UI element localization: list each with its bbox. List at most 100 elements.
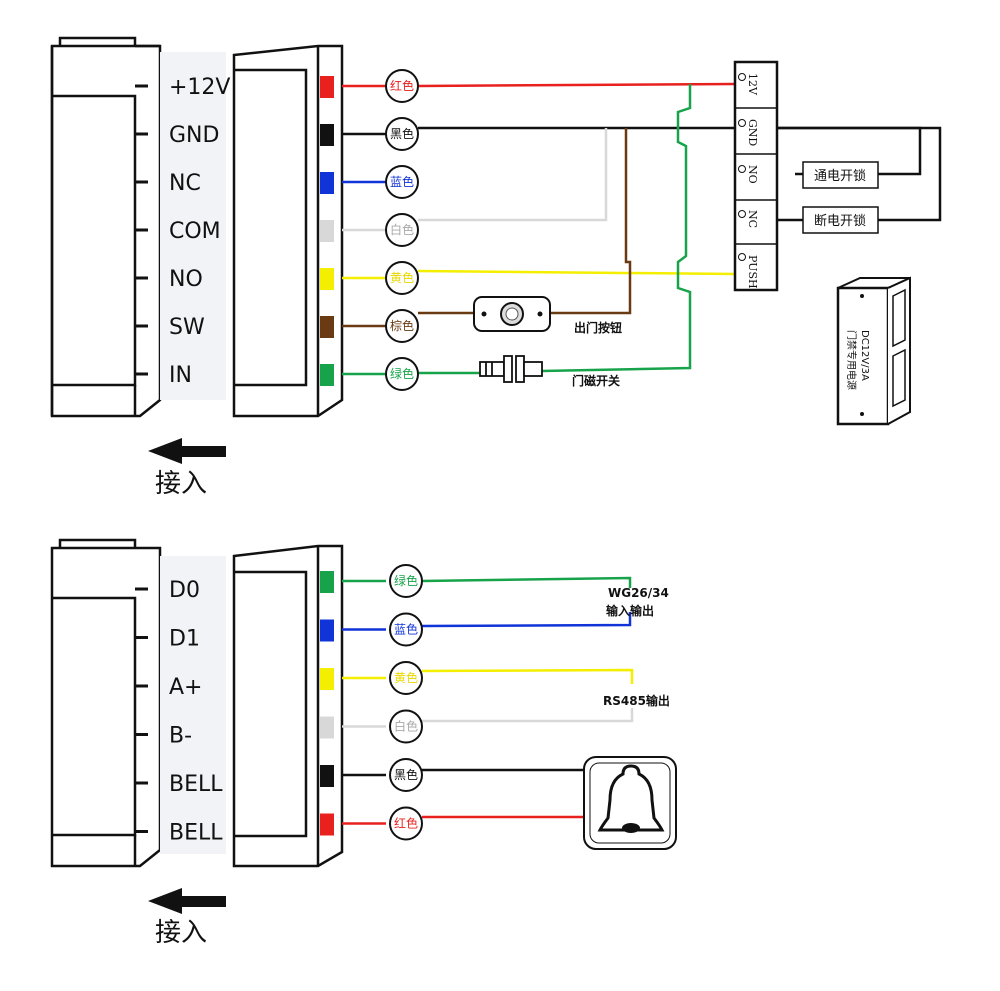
bottom-wire-badge: 黄色 bbox=[389, 661, 423, 695]
bottom-wire-badge-text: 蓝色 bbox=[394, 623, 418, 637]
top-pin-label: IN bbox=[169, 363, 192, 388]
lock-wiring bbox=[777, 126, 942, 222]
psu-rating: DC12V/3A bbox=[859, 330, 870, 381]
bottom-pin-ticks bbox=[135, 587, 148, 833]
terminal-label: GND bbox=[746, 119, 759, 146]
top-wire-badge: 棕色 bbox=[385, 309, 419, 343]
bottom-wire-badge-text: 白色 bbox=[394, 719, 418, 734]
bottom-pin-label: A+ bbox=[169, 675, 202, 700]
top-wire-12v bbox=[417, 82, 736, 88]
top-wire-badge-circle bbox=[385, 213, 419, 247]
top-pin-color bbox=[320, 364, 334, 386]
top-pin-label: NO bbox=[169, 267, 203, 292]
top-arrow-icon bbox=[148, 438, 226, 464]
bottom-pin-color bbox=[320, 619, 334, 642]
bottom-pin-color bbox=[320, 571, 334, 593]
bottom-pin-color bbox=[320, 716, 334, 739]
bottom-wire-badge: 黑色 bbox=[389, 758, 423, 792]
terminal-screw-icon bbox=[738, 73, 746, 81]
top-wires bbox=[342, 82, 736, 376]
top-label-strip bbox=[160, 52, 226, 400]
bottom-connector bbox=[232, 544, 344, 868]
top-pin-label: NC bbox=[169, 171, 201, 196]
bottom-pin-label: D0 bbox=[169, 578, 200, 603]
bottom-pin-color bbox=[320, 765, 334, 787]
top-pin-color bbox=[320, 172, 334, 194]
top-wire-no bbox=[417, 269, 736, 276]
top-pin-color bbox=[320, 124, 334, 146]
bottom-wire-badge: 绿色 bbox=[389, 564, 423, 598]
psu-name: 门禁专用电源 bbox=[845, 330, 858, 390]
bottom-color-pins bbox=[320, 571, 334, 836]
bottom-pin-label: BELL bbox=[169, 772, 223, 797]
rs485-label: RS485输出 bbox=[603, 693, 670, 708]
top-pin-label: SW bbox=[169, 315, 205, 340]
top-connector bbox=[232, 44, 344, 418]
unlock-on-box bbox=[802, 161, 879, 189]
wiegand-label: WG26/34 bbox=[608, 586, 669, 600]
top-wire-badge: 蓝色 bbox=[385, 165, 419, 199]
door-sensor-label: 门磁开关 bbox=[572, 373, 620, 388]
bottom-wire-badge: 白色 bbox=[389, 709, 423, 744]
unlock-off-box bbox=[802, 206, 879, 234]
terminal-block bbox=[733, 60, 779, 292]
bottom-wire-badge-circle bbox=[389, 758, 423, 792]
terminal-screw-icon bbox=[738, 119, 746, 127]
bottom-wire-d0 bbox=[421, 576, 632, 588]
top-wire-badge-circle bbox=[385, 117, 419, 151]
bottom-wire-badge: 蓝色 bbox=[389, 612, 423, 647]
unlock-on-label: 通电开锁 bbox=[814, 168, 866, 184]
bell-icon bbox=[583, 756, 677, 850]
top-wire-badge-text: 黑色 bbox=[390, 127, 414, 141]
top-pin-color bbox=[320, 268, 334, 290]
bottom-arrow-icon bbox=[148, 888, 226, 914]
bottom-wire-d1 bbox=[421, 612, 632, 628]
top-wire-badge-text: 蓝色 bbox=[390, 175, 414, 189]
top-wire-badge-circle bbox=[385, 309, 419, 343]
terminal-label: PUSH bbox=[746, 255, 759, 289]
bottom-pin-label: BELL bbox=[169, 821, 223, 846]
bottom-wires bbox=[342, 576, 634, 825]
wiegand-io-label: 输入输出 bbox=[606, 603, 654, 618]
top-wire-badge: 白色 bbox=[385, 213, 419, 247]
top-wire-badge: 绿色 bbox=[385, 357, 419, 391]
bottom-label-strip bbox=[160, 556, 226, 854]
top-wire-badge-text: 红色 bbox=[390, 78, 414, 93]
terminal-label: NC bbox=[746, 210, 759, 228]
top-pin-label: GND bbox=[169, 123, 219, 148]
top-wire-badge-text: 黄色 bbox=[390, 271, 414, 285]
terminal-screw-icon bbox=[738, 210, 746, 218]
top-wire-badge-circle bbox=[385, 357, 419, 391]
bottom-wire-badge-text: 绿色 bbox=[394, 573, 418, 588]
exit-button-icon bbox=[473, 296, 551, 332]
top-wire-in-b bbox=[541, 84, 692, 373]
top-pin-labels: +12V GND NC COM NO SW IN bbox=[169, 75, 230, 388]
door-sensor-icon bbox=[479, 355, 543, 383]
terminal-screw-icon bbox=[738, 253, 746, 261]
top-pin-label: +12V bbox=[169, 75, 230, 100]
top-plug bbox=[50, 36, 162, 418]
bottom-wire-badge-text: 红色 bbox=[394, 816, 418, 831]
bottom-arrow-label: 接入 bbox=[155, 918, 207, 948]
top-pin-ticks bbox=[135, 84, 148, 376]
top-wire-badge-text: 白色 bbox=[390, 222, 414, 237]
bottom-wire-badge: 红色 bbox=[389, 806, 423, 841]
bottom-wire-badge-text: 黄色 bbox=[394, 671, 418, 685]
bottom-wire-badge-circle bbox=[389, 806, 423, 841]
top-pin-label: COM bbox=[169, 219, 221, 244]
power-supply: DC12V/3A 门禁专用电源 bbox=[836, 276, 911, 426]
bottom-pin-label: D1 bbox=[169, 627, 200, 652]
bottom-wire-a bbox=[421, 668, 634, 684]
top-wire-badge-circle bbox=[385, 69, 419, 103]
bottom-wire-badge-circle bbox=[389, 709, 423, 744]
top-color-pins bbox=[320, 76, 334, 386]
bottom-wire-badge-circle bbox=[389, 661, 423, 695]
top-pin-color bbox=[320, 76, 334, 98]
